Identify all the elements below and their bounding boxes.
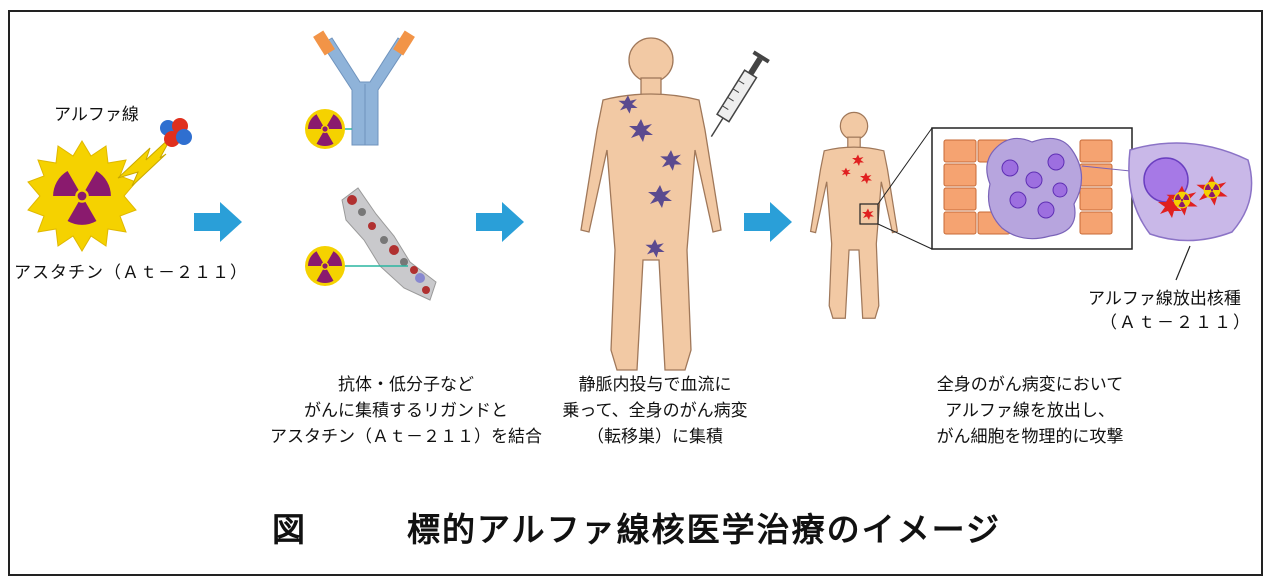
caption-line: （転移巣）に集積 (587, 427, 723, 447)
caption-line: がん細胞を物理的に攻撃 (936, 427, 1124, 447)
arrow-1 (194, 202, 242, 242)
tissue-zoom-panel (931, 127, 1141, 250)
radiation-icon-molecule (305, 246, 345, 286)
small-molecule-icon (341, 187, 437, 301)
figure-title-text: 標的アルファ線核医学治療のイメージ (407, 510, 1002, 549)
figure-frame (8, 10, 1263, 576)
caption-line: アスタチン（Ａｔ－２１１）を結合 (270, 427, 542, 447)
caption-line: 静脈内投与で血流に (578, 375, 732, 395)
caption-line: 乗って、全身のがん病変 (562, 401, 748, 421)
zoom-region-box (859, 203, 879, 225)
figure-title: 図 標的アルファ線核医学治療のイメージ (272, 503, 1001, 551)
lightning-bolt-icon (117, 135, 173, 187)
caption-line: アルファ線を放出し、 (945, 401, 1115, 421)
astatine-label: アスタチン（Ａｔ－２１１） (14, 263, 248, 283)
astatine-source (27, 118, 192, 252)
caption-line: がんに集積するリガンドと (304, 401, 508, 421)
alpha-ray-label: アルファ線 (54, 105, 139, 125)
human-body-figure (580, 37, 722, 371)
caption-line: 全身のがん病変において (936, 375, 1124, 395)
alpha-emitter-label: アルファ線放出核種 (1088, 289, 1241, 309)
cancer-cell-closeup (1128, 142, 1253, 281)
arrow-3 (744, 202, 792, 242)
radiation-icon-antibody (305, 109, 345, 149)
caption-line: 抗体・低分子など (338, 375, 474, 395)
arrow-2 (476, 202, 524, 242)
alpha-particle-icon (160, 118, 192, 147)
step4-caption: 全身のがん病変において アルファ線を放出し、 がん細胞を物理的に攻撃 (905, 372, 1155, 450)
syringe-icon (710, 50, 770, 138)
step2-caption: 抗体・低分子など がんに集積するリガンドと アスタチン（Ａｔ－２１１）を結合 (256, 372, 556, 450)
radiation-icon (48, 162, 116, 230)
step3-caption: 静脈内投与で血流に 乗って、全身のがん病変 （転移巣）に集積 (530, 372, 780, 450)
antibody-icon (313, 30, 415, 146)
small-body-figure (809, 111, 899, 319)
figure-label: 図 (272, 510, 307, 549)
alpha-emitter-sublabel: （Ａｔ－２１１） (1100, 313, 1252, 333)
